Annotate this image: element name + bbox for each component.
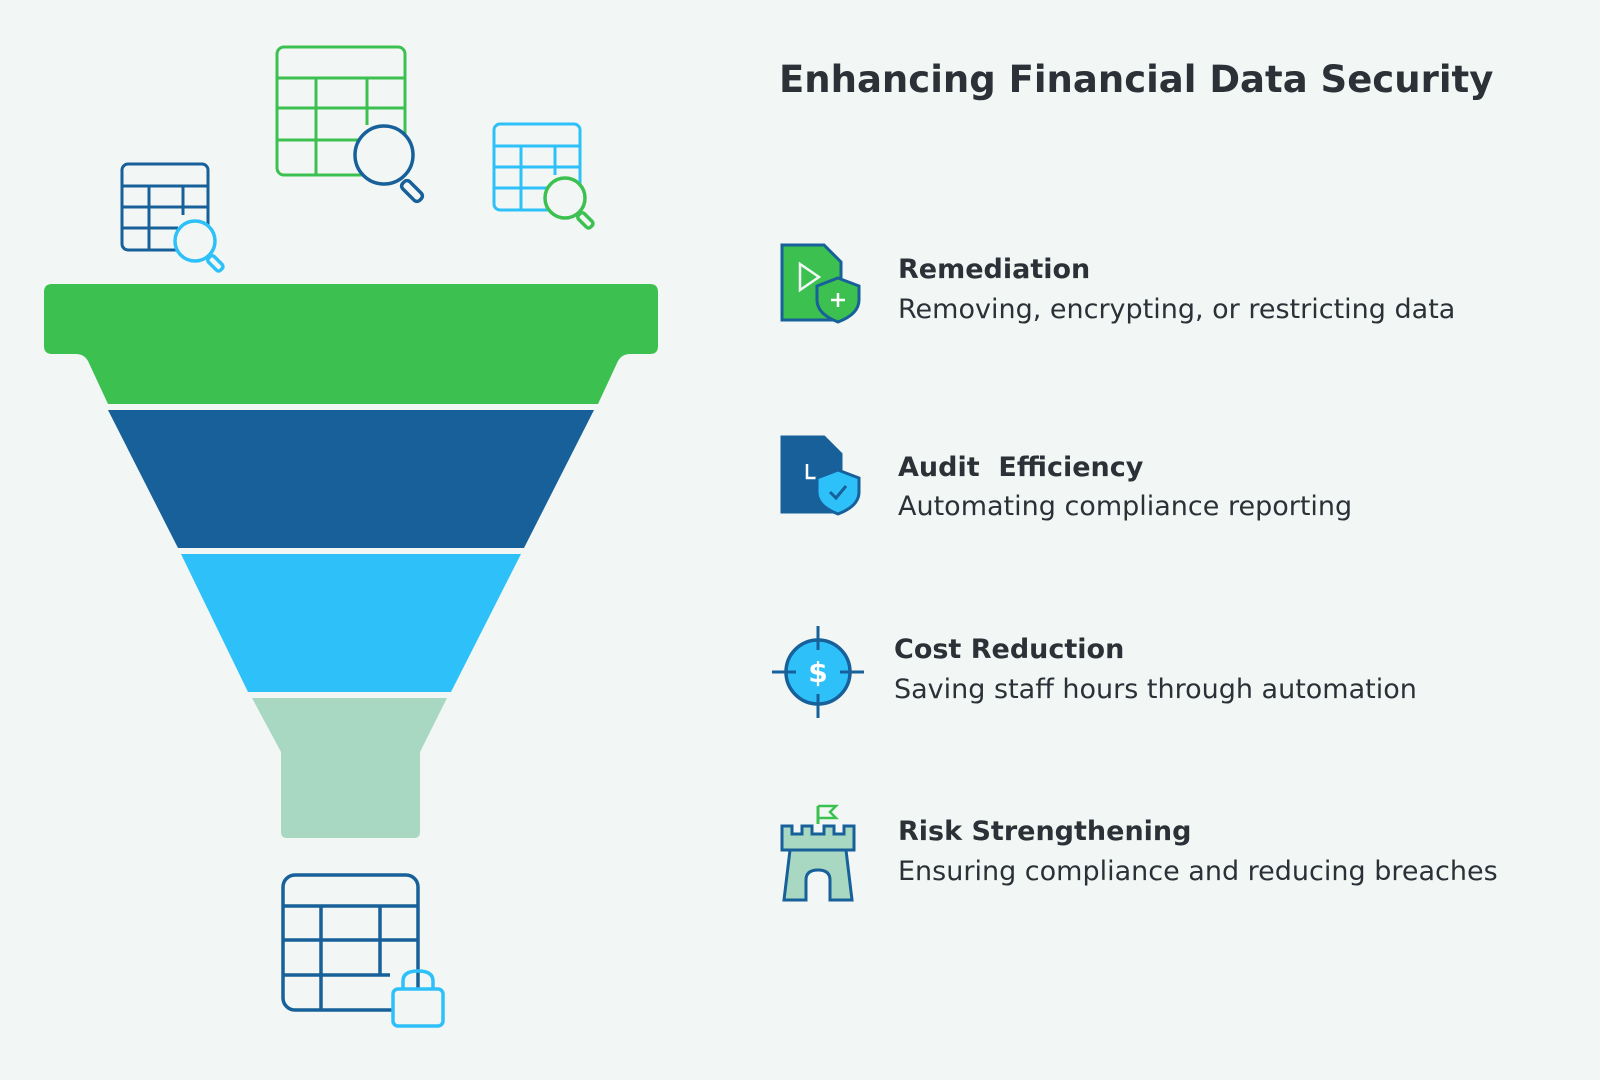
item-description: Ensuring compliance and reducing breache…	[898, 856, 1498, 887]
item-heading: Cost Reduction	[894, 634, 1125, 665]
item-heading: Remediation	[898, 254, 1091, 285]
spreadsheet-search-icon-dark-blue	[120, 162, 225, 273]
dollar-target-icon: $	[772, 626, 864, 718]
item-description: Removing, encrypting, or restricting dat…	[898, 294, 1456, 325]
item-heading: Audit Efficiency	[898, 452, 1144, 483]
funnel-layer-audit-efficiency	[108, 410, 594, 548]
funnel-layer-risk-strengthening	[252, 698, 447, 838]
item-description: Automating compliance reporting	[898, 491, 1353, 522]
spreadsheet-search-icon-green	[275, 45, 425, 204]
item-heading: Risk Strengthening	[898, 816, 1192, 847]
funnel-layer-remediation	[44, 284, 658, 404]
item-description: Saving staff hours through automation	[894, 674, 1417, 705]
spreadsheet-search-icon-light-blue	[492, 122, 595, 230]
document-shield-plus-icon	[780, 243, 861, 324]
funnel-layer-cost-reduction	[181, 554, 521, 692]
document-shield-check-icon	[780, 435, 861, 516]
svg-text:$: $	[808, 656, 827, 689]
page-title: Enhancing Financial Data Security	[779, 58, 1494, 101]
spreadsheet-lock-icon	[281, 873, 445, 1028]
castle-tower-flag-icon	[780, 804, 856, 902]
